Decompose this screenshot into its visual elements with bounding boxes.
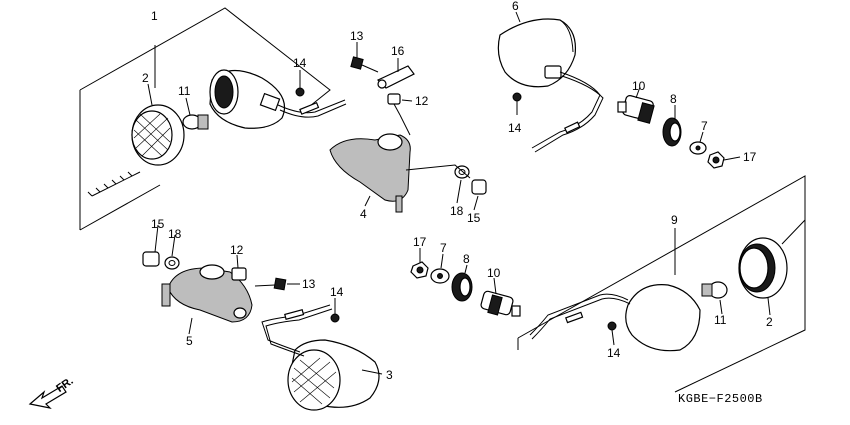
callout-12-top: 12 [415, 94, 429, 108]
callout-14-lower: 14 [330, 285, 344, 299]
collar-12-lower [231, 267, 247, 281]
callout-10-top: 10 [632, 79, 646, 93]
lens-cover-left [87, 104, 185, 197]
callout-11-right: 11 [714, 313, 727, 327]
front-direction-arrow [28, 385, 67, 409]
callout-8-top: 8 [670, 92, 677, 106]
callout-5: 5 [186, 334, 193, 348]
callout-9: 9 [671, 213, 678, 227]
callout-11-left: 11 [178, 84, 191, 98]
washer-7-lower [430, 268, 450, 284]
callout-7-top: 7 [701, 119, 708, 133]
callout-14-top: 14 [293, 56, 307, 70]
callout-13-top: 13 [350, 29, 364, 43]
grommet-18-top [454, 165, 470, 179]
callout-14-rear-right: 14 [607, 346, 621, 360]
callout-18-lower: 18 [168, 227, 182, 241]
callout-6: 6 [512, 0, 519, 13]
screw-14-top [295, 70, 305, 97]
nut-17-top [707, 151, 725, 169]
diagram-code: KGBE−F2500B [678, 392, 763, 406]
bulb-left [182, 114, 209, 130]
bolt-13-top [350, 56, 379, 73]
callout-16: 16 [391, 44, 405, 58]
winker-body-6 [497, 18, 604, 153]
grommet-18-lower [164, 256, 180, 270]
nut-15-lower [142, 251, 160, 267]
callout-18-top: 18 [450, 204, 464, 218]
screw-14-rear-left [512, 92, 522, 115]
screw-14-rear-right [607, 321, 617, 331]
collar-12-top [387, 93, 401, 116]
callout-2-right: 2 [766, 315, 773, 329]
callout-14-rear-left: 14 [508, 121, 522, 135]
screw-14-lower [330, 298, 340, 323]
callout-13-lower: 13 [302, 277, 316, 291]
bulb-right [701, 281, 728, 299]
callout-15-lower: 15 [151, 217, 165, 231]
gear-8-top [662, 117, 682, 147]
bolt-13-lower [254, 277, 287, 291]
socket-10-lower [480, 290, 521, 317]
winker-housing-front-left [209, 69, 347, 129]
group-1-boundary [79, 7, 331, 231]
winker-stay-4 [329, 133, 411, 213]
callout-17-top: 17 [743, 150, 757, 164]
nut-15-top [471, 179, 487, 195]
callout-2-left: 2 [142, 71, 149, 85]
callout-7-lower: 7 [440, 241, 447, 255]
callout-1: 1 [151, 9, 158, 23]
washer-7-top [689, 141, 707, 155]
callout-3: 3 [386, 368, 393, 382]
lens-cover-right [738, 219, 806, 299]
plate-16 [376, 65, 415, 89]
winker-body-3 [261, 304, 380, 411]
gear-8-lower [451, 272, 473, 302]
callout-8-lower: 8 [463, 252, 470, 266]
nut-17-lower [410, 261, 429, 279]
callout-12-lower: 12 [230, 243, 244, 257]
leader-lines [147, 11, 771, 375]
callout-17-lower: 17 [413, 235, 427, 249]
callout-4: 4 [360, 207, 367, 221]
winker-housing-rear-right [529, 284, 701, 352]
group-9-boundary [517, 175, 806, 393]
winker-stay-5 [161, 264, 253, 323]
callout-10-lower: 10 [487, 266, 501, 280]
callout-15-top: 15 [467, 211, 481, 225]
socket-10-top [617, 95, 655, 124]
